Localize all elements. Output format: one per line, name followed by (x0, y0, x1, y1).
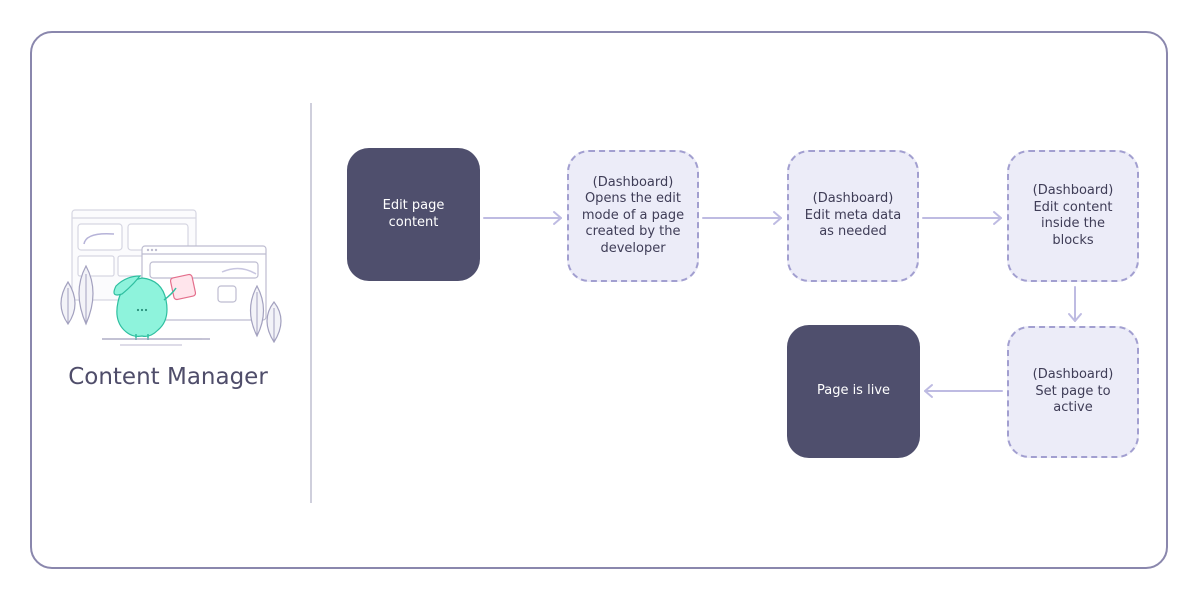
content-manager-illustration (60, 209, 282, 346)
node-label: Edit page content (382, 198, 445, 230)
arrow-content-to-active (1068, 286, 1082, 322)
node-edit-content-blocks: (Dashboard) Edit content inside the bloc… (1007, 150, 1139, 282)
node-label: (Dashboard) Edit meta data as needed (804, 191, 902, 240)
section-divider (310, 103, 312, 503)
node-edit-page-content: Edit page content (347, 148, 480, 281)
arrow-opens-to-meta (702, 211, 782, 225)
node-opens-edit-mode: (Dashboard) Opens the edit mode of a pag… (567, 150, 699, 282)
arrow-meta-to-content (922, 211, 1002, 225)
node-page-is-live: Page is live (787, 325, 920, 458)
diagram-frame (30, 31, 1168, 569)
node-label: Page is live (816, 383, 891, 399)
node-label: (Dashboard) Set page to active (1032, 367, 1114, 416)
arrow-active-to-live (924, 384, 1003, 398)
editor-window-icon (141, 245, 267, 321)
arrow-edit-to-opens (483, 211, 562, 225)
role-label: Content Manager (68, 364, 268, 390)
node-edit-meta-data: (Dashboard) Edit meta data as needed (787, 150, 919, 282)
node-set-page-active: (Dashboard) Set page to active (1007, 326, 1139, 458)
node-label: (Dashboard) Opens the edit mode of a pag… (581, 174, 685, 256)
node-label: (Dashboard) Edit content inside the bloc… (1032, 183, 1114, 248)
mascot-icon (113, 273, 197, 340)
